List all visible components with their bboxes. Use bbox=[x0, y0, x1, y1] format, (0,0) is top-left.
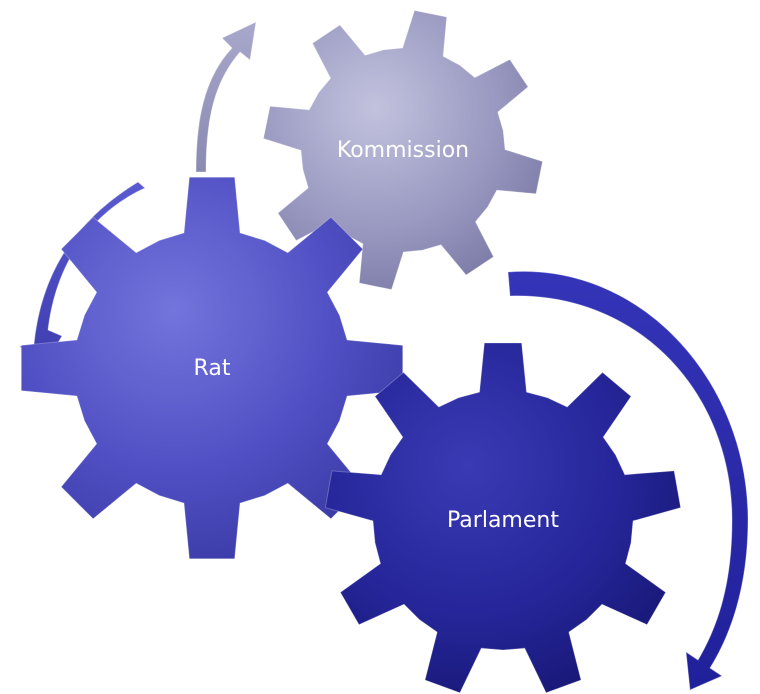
gear-parlament bbox=[324, 342, 682, 694]
gear-label-rat: Rat bbox=[194, 356, 231, 381]
gear-label-kommission: Kommission bbox=[337, 138, 469, 163]
gear-label-parlament: Parlament bbox=[447, 508, 559, 533]
arrow-parlament-cycle bbox=[507, 270, 749, 691]
arrow-rat-to-kommission bbox=[180, 21, 257, 173]
gear-rat bbox=[20, 176, 404, 560]
